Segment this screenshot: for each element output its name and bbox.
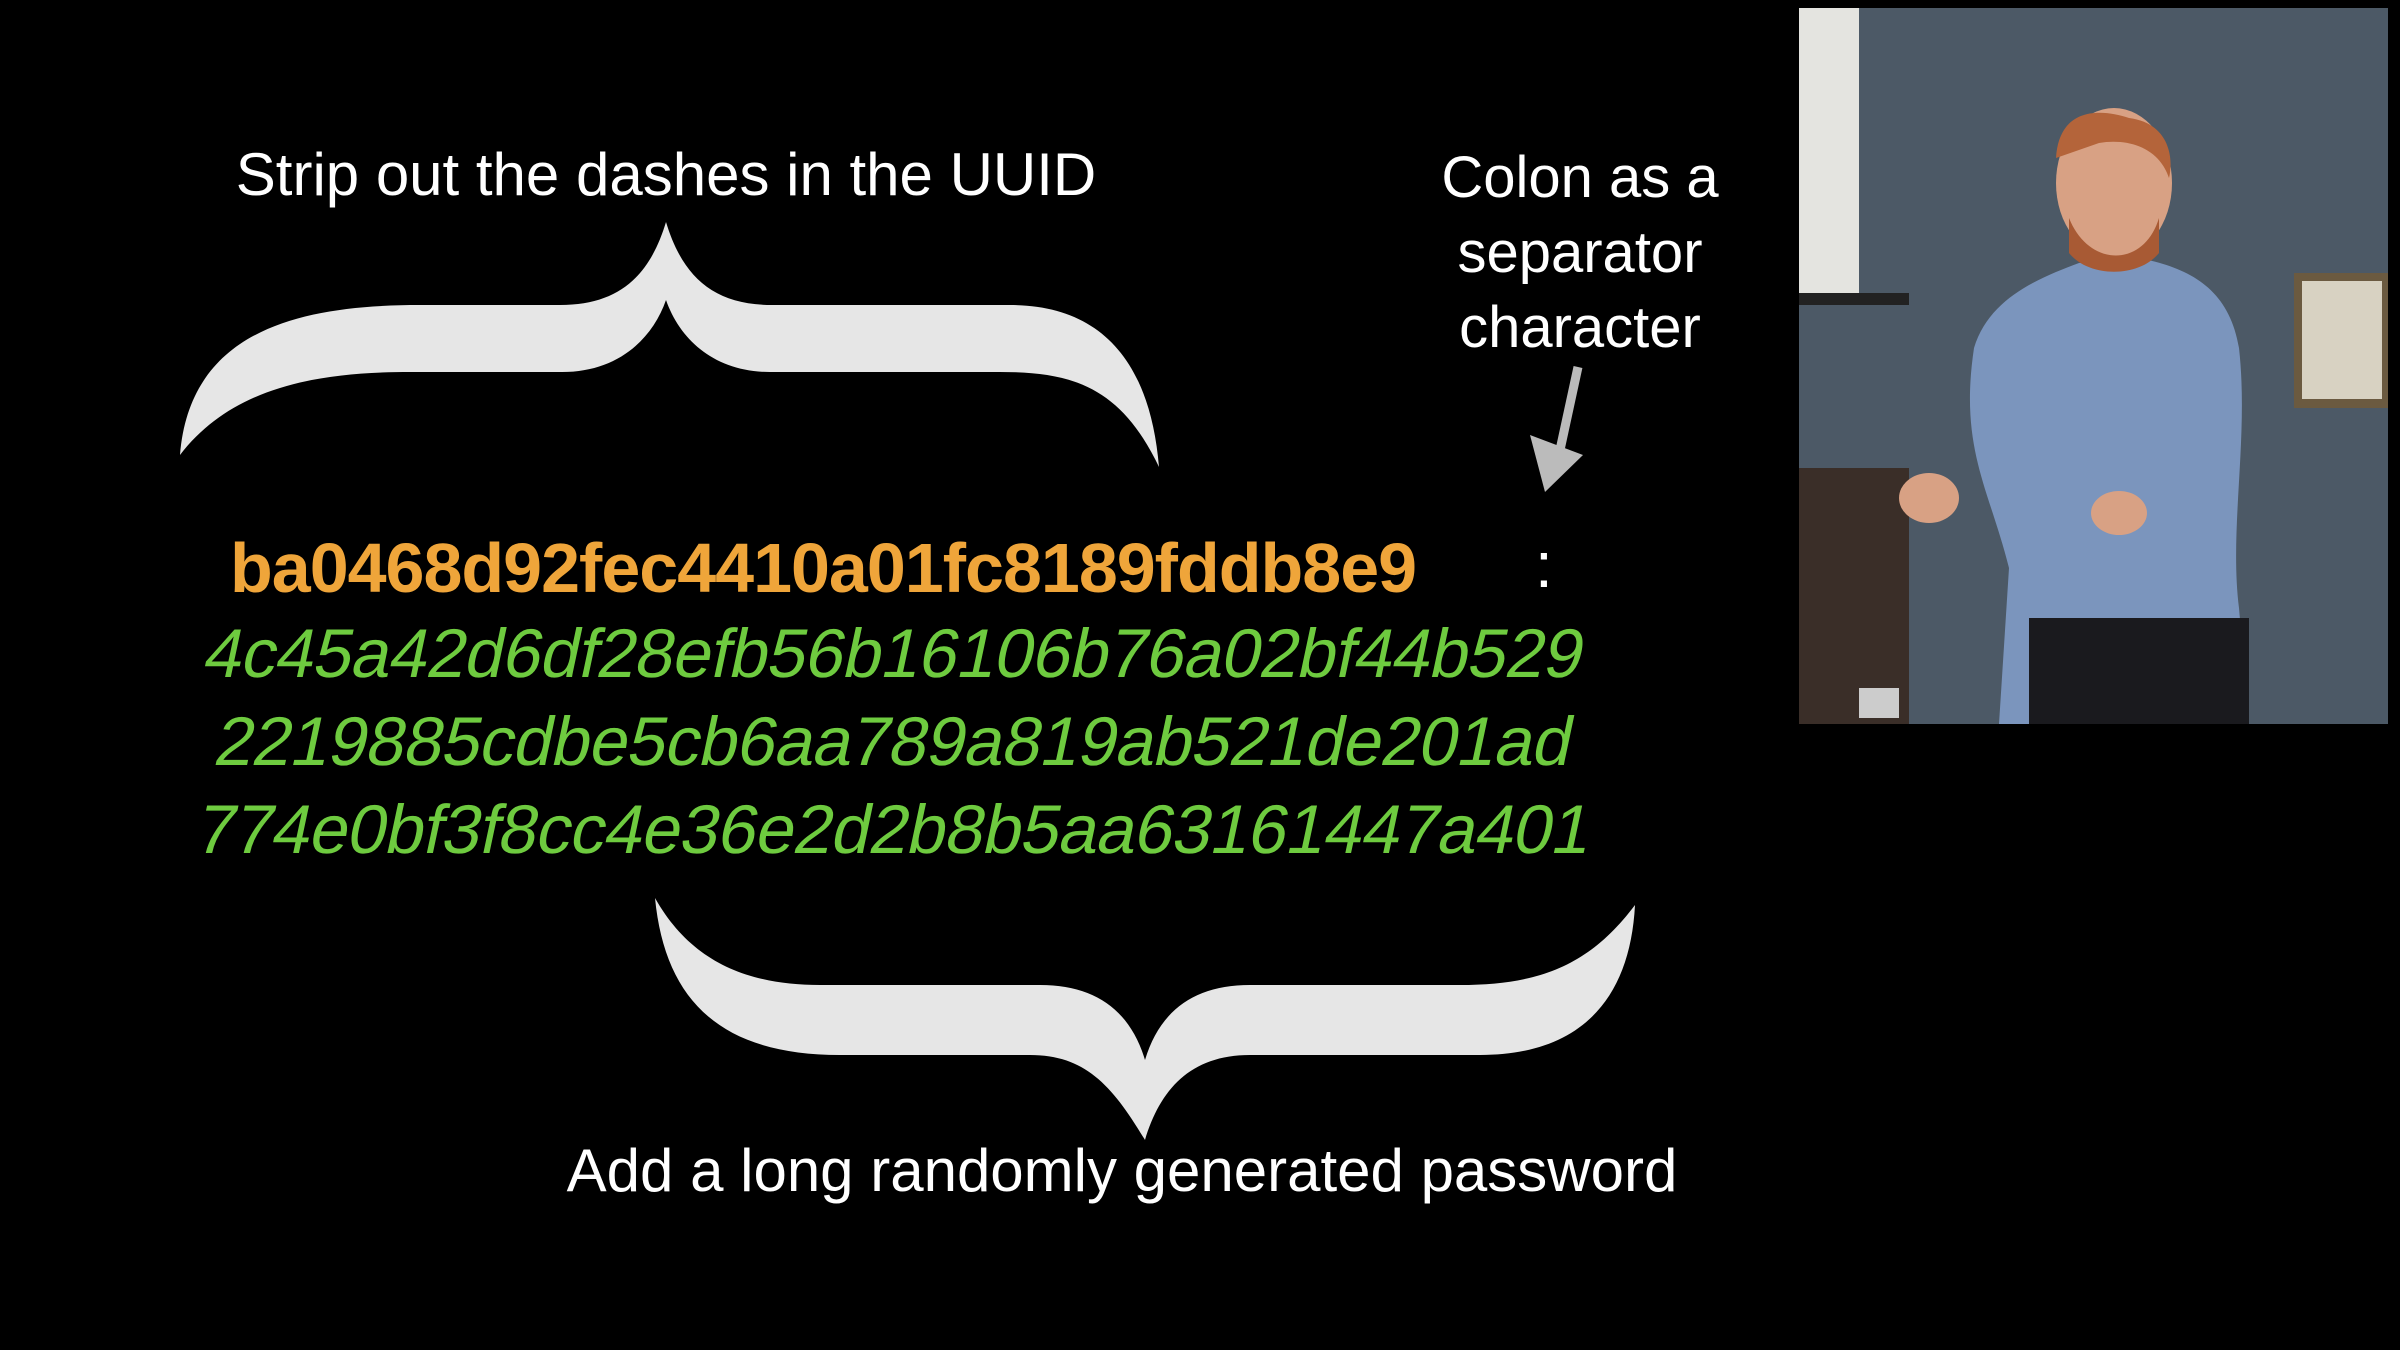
speaker-video-image <box>1799 8 2388 724</box>
password-line: 4c45a42d6df28efb56b16106b76a02bf44b529 <box>197 615 1593 692</box>
annotation-line: separator <box>1457 220 1703 285</box>
separator-colon: : <box>1535 529 1553 601</box>
down-arrow-icon <box>1530 366 1583 492</box>
uuid-text: ba0468d92fec4410a01fc8189fddb8e9 <box>230 529 1417 607</box>
annotation-line: Colon as a <box>1441 145 1719 210</box>
password-line: 2219885cdbe5cb6aa789a819ab521de201ad <box>208 703 1582 780</box>
strip-dashes-annotation: Strip out the dashes in the UUID <box>235 141 1097 208</box>
password-line: 774e0bf3f8cc4e36e2d2b8b5aa63161447a401 <box>190 791 1600 868</box>
add-password-annotation: Add a long randomly generated password <box>566 1137 1678 1204</box>
separator-annotation: Colon as a separator character <box>1441 140 1718 365</box>
top-brace-icon <box>180 222 1159 467</box>
speaker-video-inset <box>1799 8 2388 724</box>
annotation-line: character <box>1459 295 1701 360</box>
bottom-brace-icon <box>655 898 1635 1140</box>
